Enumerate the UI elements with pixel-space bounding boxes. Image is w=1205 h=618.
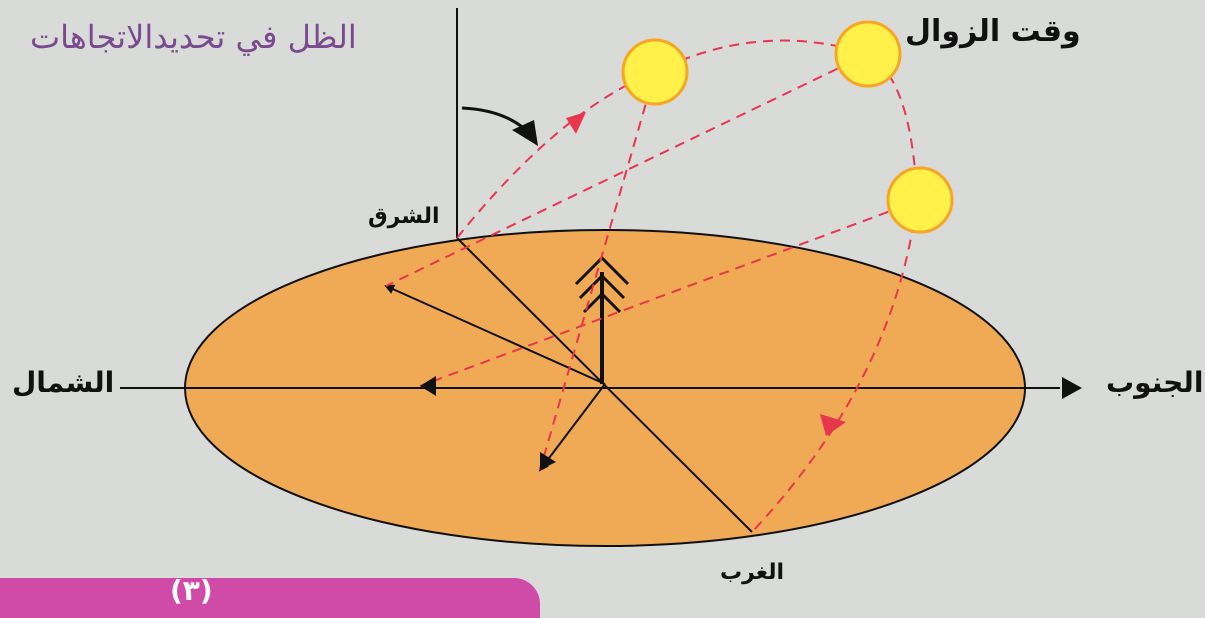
noon-label: وقت الزوال (905, 14, 1081, 49)
sun-ray-noon (385, 53, 869, 287)
footer-tab-text: (٣) (170, 574, 213, 607)
west-label: الغرب (720, 560, 785, 585)
sun-ray-morning (419, 199, 921, 387)
shadow-direction-diagram (120, 8, 1082, 547)
diagram-title: الظل في تحديدالاتجاهات (30, 18, 357, 56)
shadow-morning (384, 284, 606, 385)
sun-evening (886, 166, 954, 234)
ray-arrowhead-2 (540, 452, 556, 470)
sun-path-arrow-2 (820, 414, 846, 436)
south-label: الجنوب (1106, 366, 1204, 399)
sun-noon (834, 20, 902, 88)
shadow-evening (538, 383, 606, 472)
curved-pointer-arrowhead (512, 120, 538, 146)
sun-path-arrow-1 (566, 112, 586, 134)
north-label: الشمال (12, 366, 115, 399)
south-arrowhead (1062, 377, 1082, 399)
sun-ray-evening (539, 71, 656, 471)
footer-tab (0, 578, 540, 618)
east-label: الشرق (368, 204, 440, 229)
sun-morning (621, 38, 689, 106)
ray-arrowhead-1 (420, 376, 436, 396)
